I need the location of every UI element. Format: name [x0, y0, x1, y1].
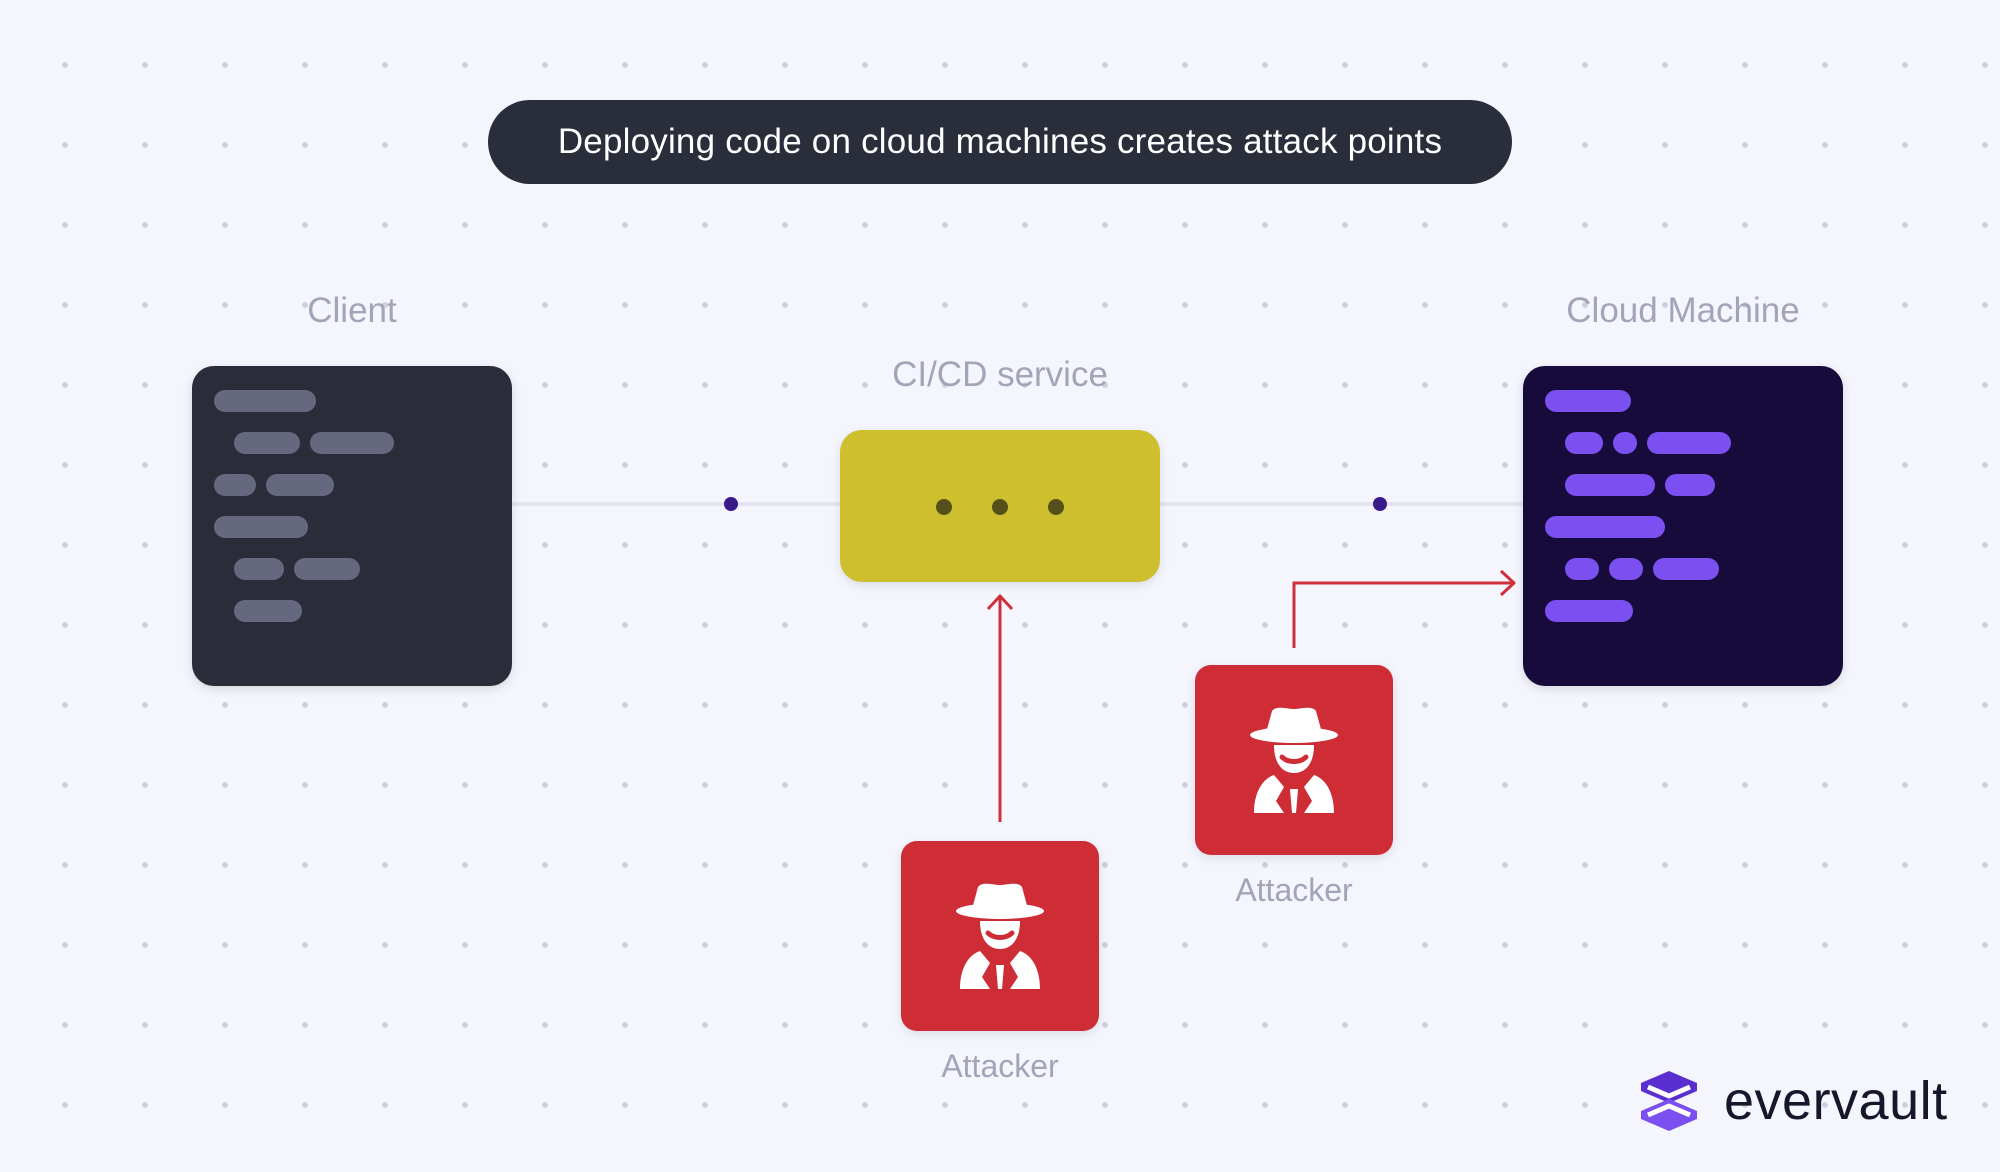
- spy-icon: [1250, 707, 1338, 813]
- client-label: Client: [307, 291, 397, 330]
- cloud-machine-node: [1523, 366, 1843, 686]
- cloud-machine-label: Cloud Machine: [1566, 291, 1800, 330]
- code-line: [1545, 600, 1633, 622]
- code-line: [234, 600, 302, 622]
- ellipsis-dot: [992, 499, 1008, 515]
- spy-icon: [956, 883, 1044, 989]
- pulse-dot-cicd-cloud: [1373, 497, 1387, 511]
- code-line: [1613, 432, 1637, 454]
- attacker-node-cloud: [1195, 665, 1393, 855]
- attacker-label: Attacker: [1235, 872, 1353, 908]
- code-line: [1545, 516, 1665, 538]
- evervault-logo: evervault: [1636, 1068, 1948, 1134]
- code-line: [1647, 432, 1731, 454]
- ellipsis-dot: [936, 499, 952, 515]
- code-line: [214, 474, 256, 496]
- code-line: [214, 390, 316, 412]
- attack-arrowhead-cloud: [1499, 569, 1516, 597]
- evervault-logo-icon: [1641, 1071, 1697, 1131]
- code-line: [266, 474, 334, 496]
- pulse-dot-client-cicd: [724, 497, 738, 511]
- attack-arrow-cloud: [1292, 581, 1513, 648]
- code-line: [1545, 390, 1631, 412]
- code-line: [1565, 474, 1655, 496]
- attacker-node-cicd: [901, 841, 1099, 1031]
- attacker-label: Attacker: [941, 1048, 1059, 1084]
- attack-arrowhead-cicd: [986, 594, 1014, 611]
- client-node: [192, 366, 512, 686]
- code-line: [1565, 558, 1599, 580]
- code-line: [1665, 474, 1715, 496]
- code-line: [294, 558, 360, 580]
- code-line: [1565, 432, 1603, 454]
- cicd-label: CI/CD service: [892, 355, 1108, 394]
- ellipsis-dot: [1048, 499, 1064, 515]
- code-line: [1653, 558, 1719, 580]
- code-line: [234, 432, 300, 454]
- code-line: [214, 516, 308, 538]
- brand-name: evervault: [1724, 1071, 1948, 1131]
- code-line: [1609, 558, 1643, 580]
- cicd-node: [840, 430, 1160, 582]
- code-line: [310, 432, 394, 454]
- diagram-title: Deploying code on cloud machines creates…: [488, 100, 1512, 184]
- code-line: [234, 558, 284, 580]
